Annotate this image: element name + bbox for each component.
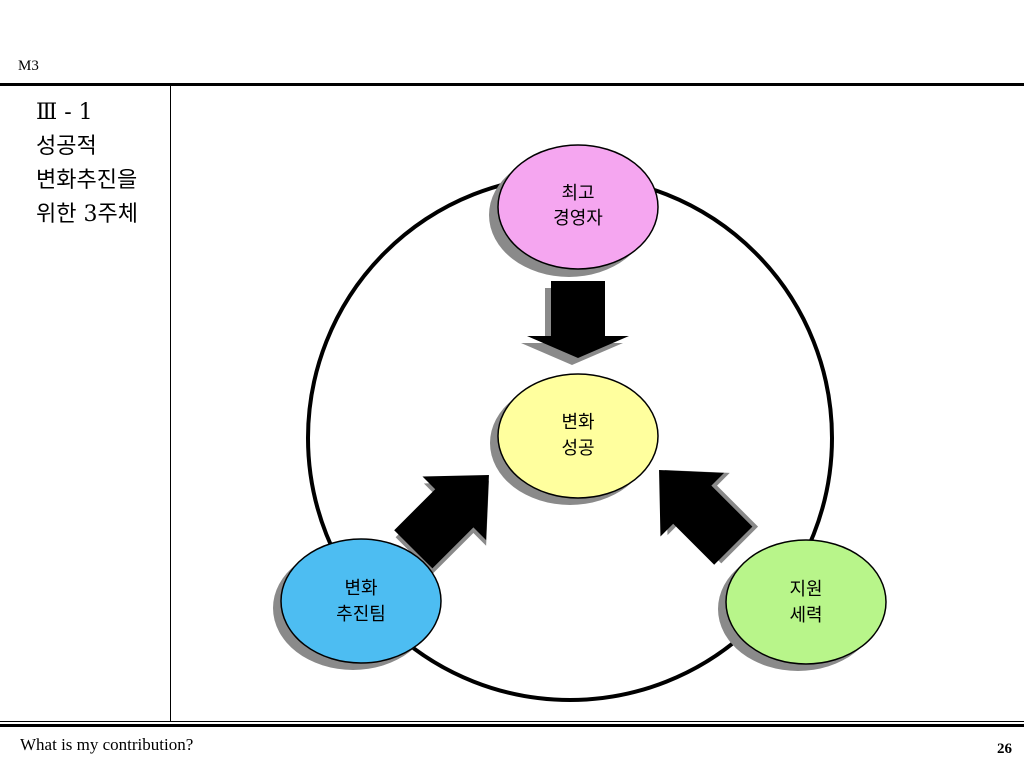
arrow-up-right — [394, 475, 489, 575]
node-top-line2: 경영자 — [553, 208, 603, 229]
node-center-line1: 변화 — [561, 412, 594, 433]
bottom-rule-thick — [0, 724, 1024, 727]
side-title-line-2: 성공적 — [36, 134, 97, 159]
arrow-up-left — [659, 470, 759, 565]
node-right-line2: 세력 — [789, 605, 822, 626]
node-right-line1: 지원 — [789, 579, 822, 600]
node-center-line2: 성공 — [561, 438, 594, 459]
bottom-rule-thin — [0, 721, 1024, 722]
side-title-line-1: Ⅲ - 1 — [36, 100, 93, 125]
node-top-executive: 최고 경영자 — [489, 144, 659, 277]
node-left-line1: 변화 — [344, 578, 377, 599]
footer-text: What is my contribution? — [20, 735, 194, 754]
node-left-team: 변화 추진팀 — [273, 538, 442, 670]
header-label: M3 — [18, 58, 39, 74]
node-center-success: 변화 성공 — [490, 373, 659, 505]
page-number: 26 — [997, 741, 1012, 757]
side-divider — [170, 86, 171, 722]
side-title-line-3: 변화추진을 — [36, 168, 138, 193]
node-left-line2: 추진팀 — [336, 604, 386, 625]
node-right-support: 지원 세력 — [718, 539, 887, 671]
arrow-down — [521, 281, 629, 365]
top-rule — [0, 83, 1024, 86]
node-top-line1: 최고 — [561, 183, 594, 204]
side-title: Ⅲ - 1 성공적 변화추진을 위한 3주체 — [36, 96, 138, 232]
side-title-line-4: 위한 3주체 — [36, 202, 138, 227]
